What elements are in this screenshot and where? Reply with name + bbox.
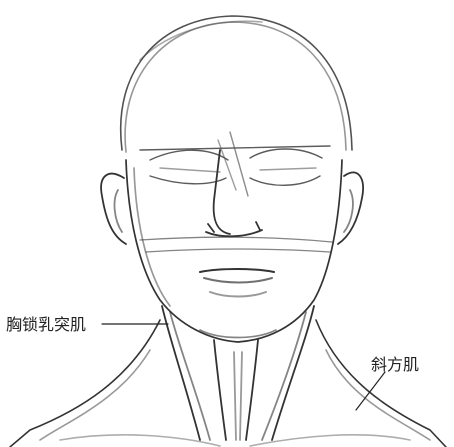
construction-band xyxy=(139,236,333,253)
leader-lines xyxy=(101,323,386,411)
brow-and-eyes xyxy=(139,131,331,197)
face-contour xyxy=(125,159,343,343)
shoulders xyxy=(9,319,447,447)
ears xyxy=(100,171,364,245)
leader-line-trapezius xyxy=(355,371,386,411)
label-trapezius: 斜方肌 xyxy=(371,355,420,374)
mouth xyxy=(199,268,275,298)
head-outline xyxy=(119,15,353,153)
label-sternocleidomastoid: 胸锁乳突肌 xyxy=(6,315,87,334)
nose xyxy=(205,149,263,238)
neck-muscles xyxy=(161,305,315,441)
